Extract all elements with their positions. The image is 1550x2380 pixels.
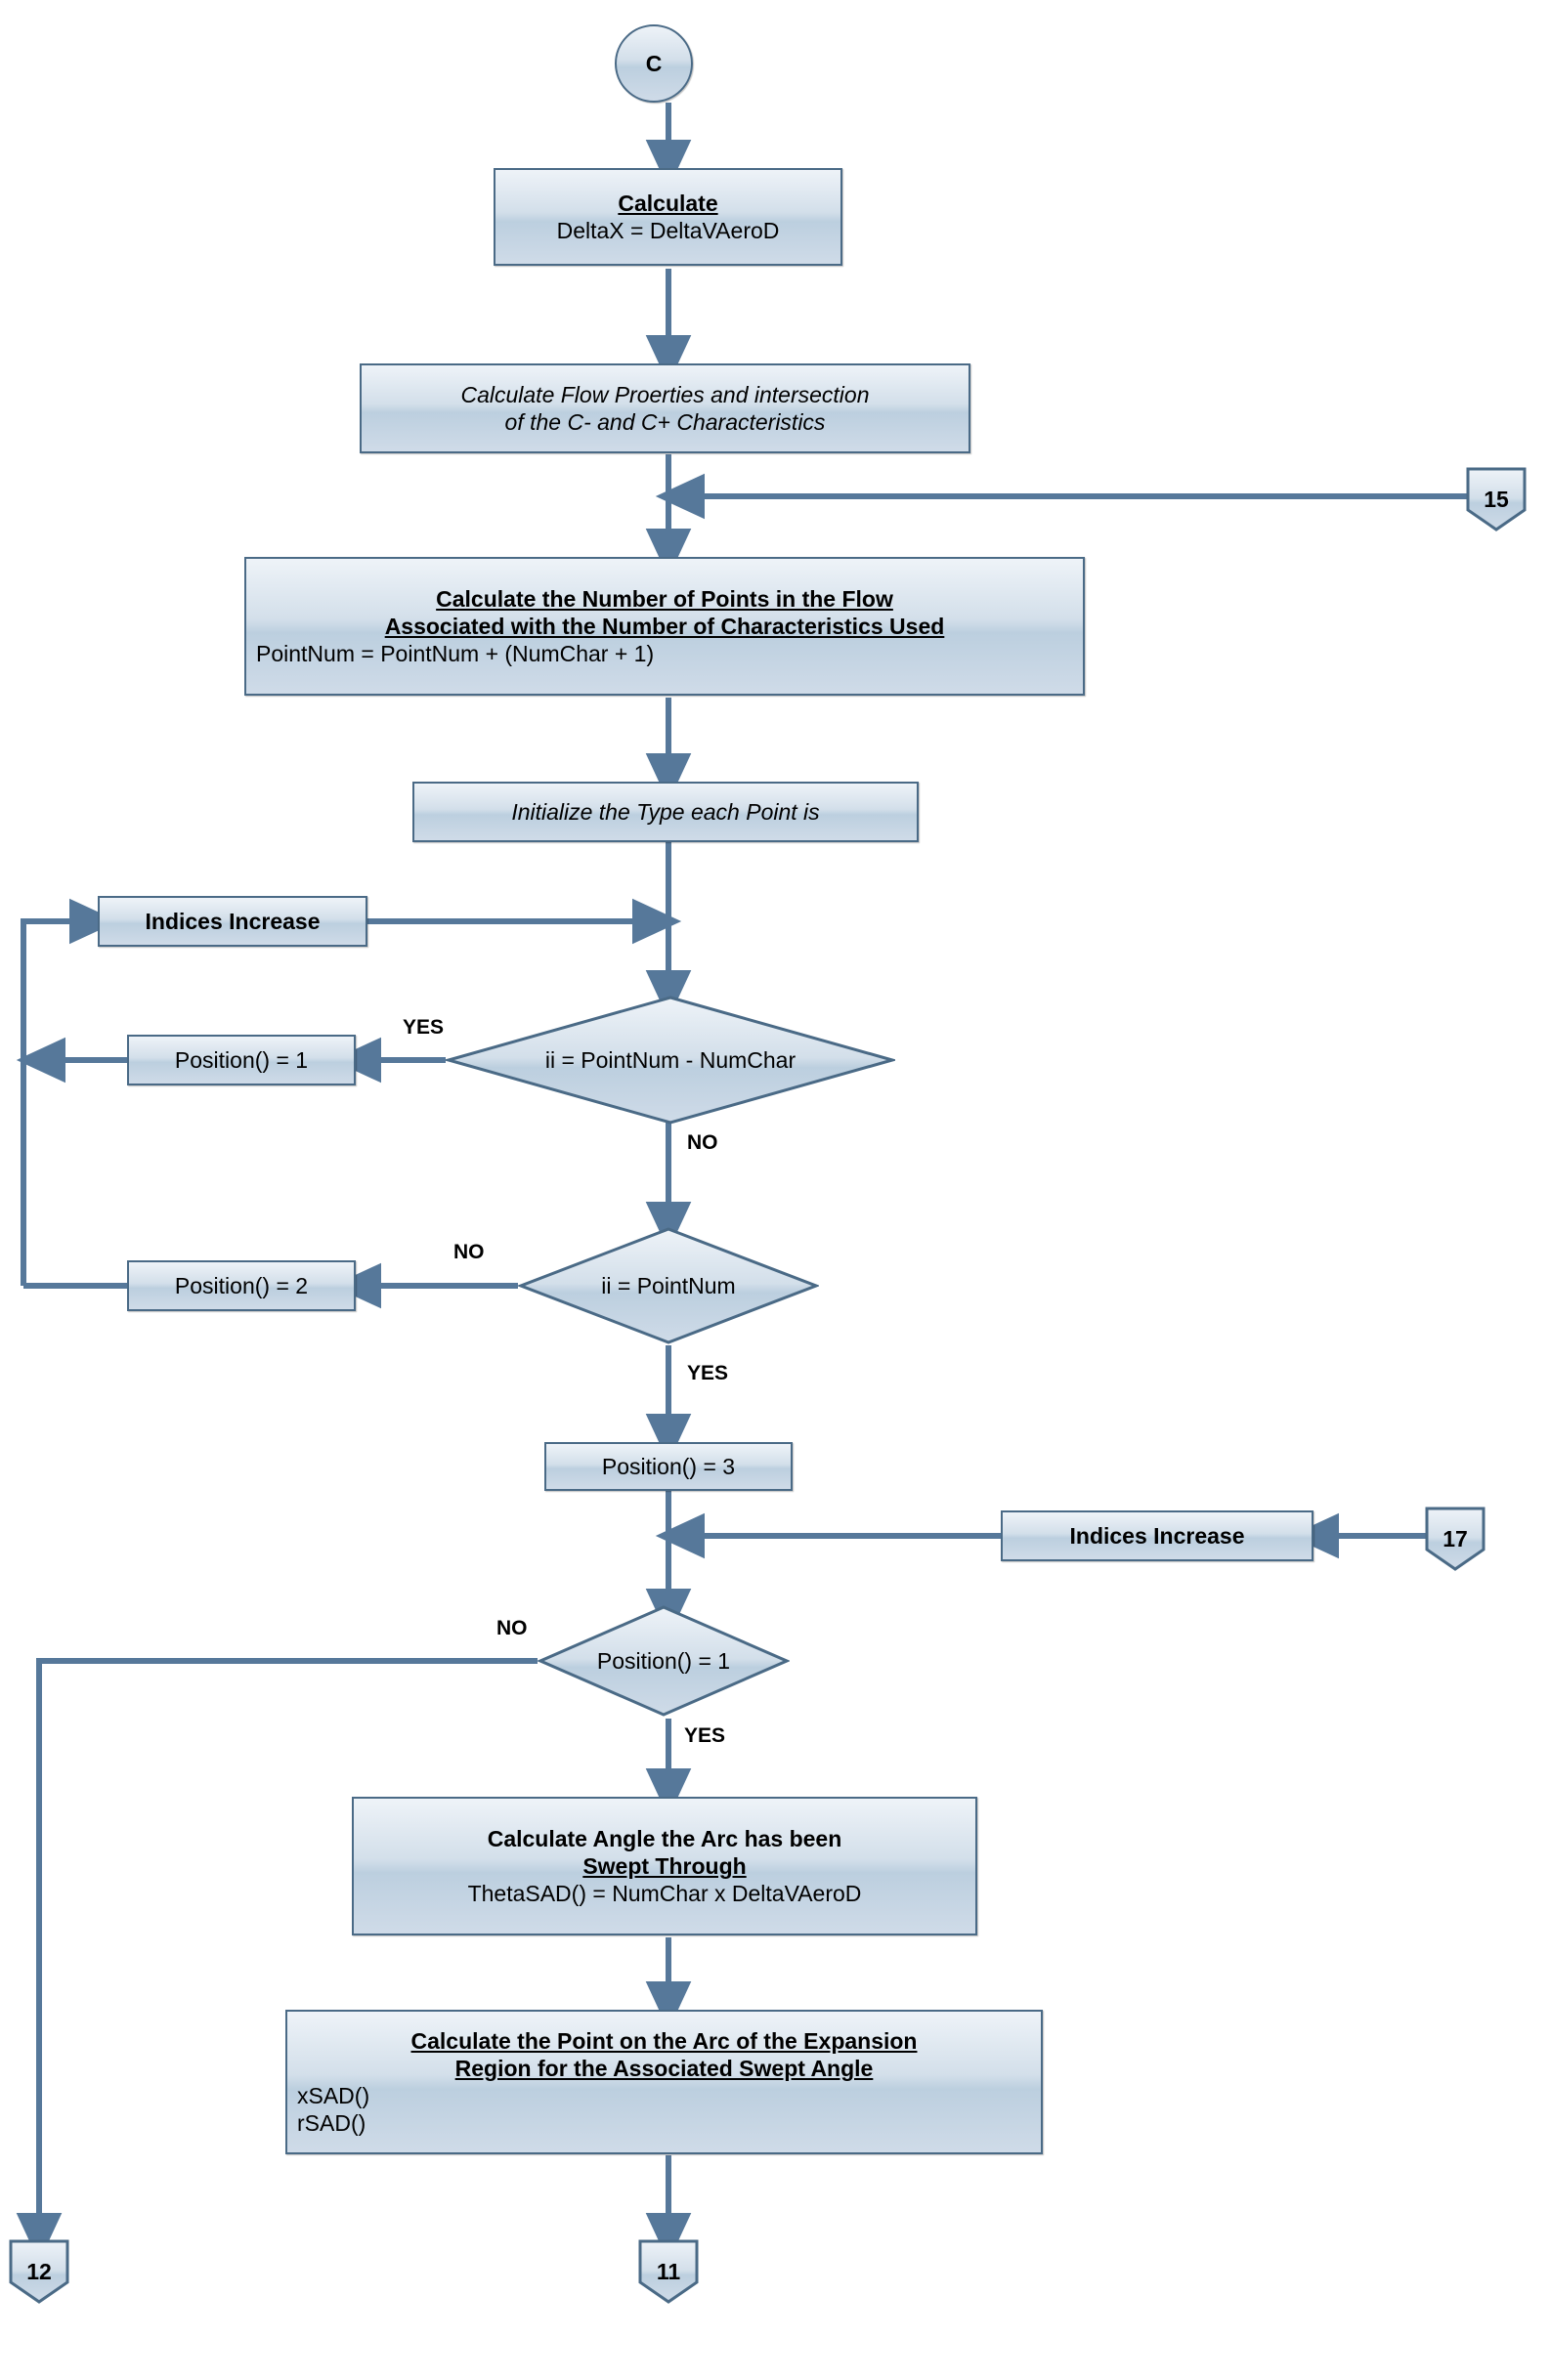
node-decision-position-1: Position() = 1 bbox=[538, 1604, 790, 1718]
node-calculate-arc-point-line3: xSAD() bbox=[297, 2083, 370, 2108]
edge-label-yes-1-text: YES bbox=[403, 1016, 445, 1039]
node-calculate-arc-angle: Calculate Angle the Arc has been Swept T… bbox=[352, 1797, 977, 1935]
node-start-c-label: C bbox=[645, 50, 663, 76]
connector-11-label: 11 bbox=[656, 2258, 681, 2284]
node-position-set-1: Position() = 1 bbox=[127, 1035, 356, 1085]
edge-label-yes-2: YES bbox=[687, 1362, 728, 1385]
edge-label-yes-3: YES bbox=[684, 1724, 725, 1748]
node-indices-increase-top-label: Indices Increase bbox=[145, 908, 321, 934]
node-position-set-3-label: Position() = 3 bbox=[601, 1453, 736, 1479]
edge-label-no-2-text: NO bbox=[453, 1241, 485, 1263]
edge-label-no-1: NO bbox=[687, 1131, 718, 1155]
node-position-set-2: Position() = 2 bbox=[127, 1260, 356, 1311]
node-decision-ii-pointnum-label: ii = PointNum bbox=[601, 1272, 736, 1298]
node-position-set-2-label: Position() = 2 bbox=[174, 1272, 309, 1298]
connector-15: 15 bbox=[1466, 467, 1527, 531]
node-decision-position-1-label: Position() = 1 bbox=[596, 1647, 731, 1674]
node-calculate-flow-properties-line2: of the C- and C+ Characteristics bbox=[504, 409, 826, 435]
node-indices-increase-top: Indices Increase bbox=[98, 896, 367, 947]
edge-label-yes-3-text: YES bbox=[684, 1724, 726, 1747]
connector-17-label: 17 bbox=[1442, 1525, 1468, 1551]
edge-label-yes-2-text: YES bbox=[687, 1362, 729, 1384]
node-calculate-arc-point-line1: Calculate the Point on the Arc of the Ex… bbox=[410, 2027, 918, 2054]
node-calculate-arc-angle-line2: Swept Through bbox=[582, 1852, 747, 1879]
node-position-set-3: Position() = 3 bbox=[544, 1442, 793, 1491]
connector-17: 17 bbox=[1425, 1507, 1485, 1571]
node-calculate-deltax-line1: Calculate bbox=[618, 190, 718, 216]
node-decision-ii-pointnum-numchar-label: ii = PointNum - NumChar bbox=[544, 1046, 797, 1073]
connector-11: 11 bbox=[638, 2239, 699, 2304]
edge-label-no-2: NO bbox=[453, 1241, 485, 1264]
node-calculate-pointnum-line3: PointNum = PointNum + (NumChar + 1) bbox=[256, 641, 655, 667]
node-calculate-deltax: Calculate DeltaX = DeltaVAeroD bbox=[494, 168, 842, 266]
node-calculate-arc-angle-line1: Calculate Angle the Arc has been bbox=[487, 1825, 842, 1851]
edge-label-no-3-text: NO bbox=[496, 1617, 528, 1639]
node-calculate-arc-point: Calculate the Point on the Arc of the Ex… bbox=[285, 2010, 1043, 2154]
node-calculate-deltax-line2: DeltaX = DeltaVAeroD bbox=[556, 218, 780, 243]
node-decision-ii-pointnum-numchar: ii = PointNum - NumChar bbox=[446, 995, 895, 1126]
edge-label-no-1-text: NO bbox=[687, 1131, 718, 1154]
edge-label-no-3: NO bbox=[496, 1617, 528, 1640]
edge-label-yes-1: YES bbox=[403, 1016, 444, 1040]
node-calculate-flow-properties-line1: Calculate Flow Proerties and intersectio… bbox=[460, 381, 870, 407]
node-calculate-arc-point-line4: rSAD() bbox=[297, 2110, 366, 2137]
node-indices-increase-bottom-label: Indices Increase bbox=[1069, 1522, 1245, 1549]
node-position-set-1-label: Position() = 1 bbox=[174, 1046, 309, 1073]
connector-15-label: 15 bbox=[1484, 486, 1509, 512]
node-calculate-arc-angle-line3: ThetaSAD() = NumChar x DeltaVAeroD bbox=[467, 1881, 862, 1907]
connector-12-label: 12 bbox=[26, 2258, 52, 2284]
node-start-c: C bbox=[615, 24, 693, 103]
node-calculate-pointnum: Calculate the Number of Points in the Fl… bbox=[244, 557, 1085, 696]
connector-12: 12 bbox=[9, 2239, 69, 2304]
node-calculate-pointnum-line2: Associated with the Number of Characteri… bbox=[384, 613, 945, 639]
node-initialize-type: Initialize the Type each Point is bbox=[412, 782, 919, 842]
node-calculate-pointnum-line1: Calculate the Number of Points in the Fl… bbox=[436, 585, 893, 612]
node-decision-ii-pointnum: ii = PointNum bbox=[518, 1226, 819, 1345]
node-indices-increase-bottom: Indices Increase bbox=[1001, 1510, 1313, 1561]
node-calculate-arc-point-line2: Region for the Associated Swept Angle bbox=[454, 2055, 874, 2081]
node-calculate-flow-properties: Calculate Flow Proerties and intersectio… bbox=[360, 363, 970, 453]
node-initialize-type-label: Initialize the Type each Point is bbox=[511, 798, 820, 825]
